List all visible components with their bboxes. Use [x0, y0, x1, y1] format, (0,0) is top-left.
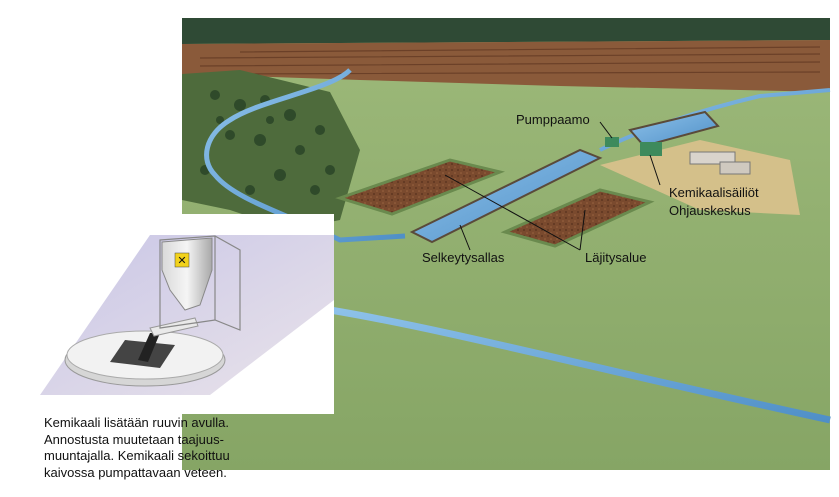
tree-dots [200, 90, 335, 195]
settling-basin [409, 148, 603, 244]
label-ohjauskeskus: Ohjauskeskus [669, 203, 751, 218]
label-pumppaamo: Pumppaamo [516, 112, 590, 127]
label-kemikaalisailiot: Kemikaalisäiliöt [669, 185, 759, 200]
pumping-station-building [605, 137, 619, 147]
caption-line: Annostusta muutetaan taajuus- [44, 431, 224, 447]
inset-caption: Kemikaali lisätään ruuvin avulla. Annost… [44, 415, 314, 481]
river-main [329, 306, 831, 424]
peat-production-area [182, 40, 830, 92]
hopper-body [161, 237, 213, 311]
control-site-ground [600, 140, 800, 215]
caption-line: Kemikaali lisätään ruuvin avulla. [44, 415, 229, 430]
control-center-building [689, 151, 736, 165]
control-center-annex [719, 161, 751, 175]
caption-line: muuntajalla. Kemikaali sekoittuu [44, 448, 230, 463]
leader-lines [444, 121, 661, 251]
feed-pipe [149, 317, 199, 337]
hazard-x-icon: ✕ [177, 254, 186, 267]
dosing-unit-inset: ✕ [0, 214, 334, 414]
deposition-area-right [500, 188, 655, 248]
distant-forest [182, 18, 830, 44]
screw-feeder [138, 333, 160, 362]
pump-basin [628, 110, 720, 148]
deposition-area-left [335, 158, 506, 216]
hazard-sign [174, 252, 190, 268]
label-selkeytysallas: Selkeytysallas [422, 250, 505, 265]
caption-line: kaivossa pumpattavaan veteen. [44, 464, 227, 480]
chemical-tanks [640, 142, 662, 156]
label-lajitysalue: Läjitysalue [585, 250, 647, 265]
peat-strip-lines [199, 46, 821, 75]
